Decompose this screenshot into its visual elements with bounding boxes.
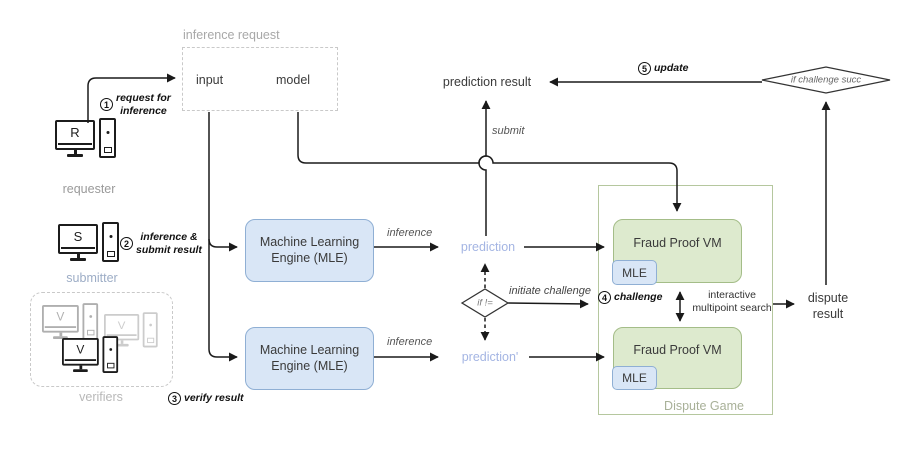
pc-letter: V	[117, 317, 126, 332]
mle-badge-bottom: MLE	[612, 366, 657, 390]
pc-letter: V	[56, 309, 65, 323]
dispute-result-line1: dispute	[807, 291, 849, 305]
mle-badge-label: MLE	[622, 371, 647, 385]
monitor-icon: V	[104, 314, 140, 347]
if-challenge-succ-label: if challenge succ	[790, 74, 862, 86]
tower-icon	[102, 336, 119, 373]
monitor-icon: V	[42, 305, 79, 340]
requester-label: requester	[62, 182, 116, 196]
fraud-proof-vm-label: Fraud Proof VM	[633, 236, 722, 250]
verifier-pc-icon-faded-2: V	[104, 312, 158, 348]
submitter-pc-icon: S	[58, 222, 119, 262]
prediction-node: prediction	[460, 240, 516, 254]
mle-badge-top: MLE	[612, 260, 657, 285]
step-4-challenge: 4 challenge	[598, 291, 662, 304]
submitter-label: submitter	[66, 271, 118, 285]
pc-letter: V	[76, 342, 85, 356]
step-1-request-for-inference: 1 request for inference	[100, 92, 171, 117]
initiate-challenge-edge-label: initiate challenge	[509, 285, 591, 297]
step-1-line2: inference	[120, 104, 167, 117]
step-5-text: update	[654, 62, 689, 75]
tower-icon	[99, 118, 116, 158]
mle-badge-label: MLE	[622, 265, 647, 280]
inference-edge-label-bottom: inference	[387, 336, 433, 348]
requester-pc-icon: R	[55, 118, 116, 158]
monitor-icon: S	[58, 224, 98, 261]
interactive-multipoint-search-label: interactive multipoint search	[692, 289, 771, 315]
step-2-number-icon: 2	[120, 237, 133, 251]
step-3-text: verify result	[184, 392, 244, 405]
mle-engine-box-bottom: Machine Learning Engine (MLE)	[245, 327, 374, 390]
monitor-icon: V	[62, 338, 99, 373]
monitor-stand-icon	[120, 340, 123, 344]
edge-submit-prediction-result	[478, 100, 491, 236]
pc-letter: S	[73, 228, 83, 244]
edge-input-to-mle-top	[208, 238, 238, 252]
verifier-pc-icon-faded-1: V	[42, 303, 99, 340]
verifiers-label: verifiers	[79, 390, 123, 404]
prediction-alt-node: prediction'	[461, 350, 519, 364]
inference-request-title: inference request	[183, 28, 280, 42]
step-1-line1: request for	[116, 92, 171, 104]
step-2-inference-submit-result: 2 inference & submit result	[120, 231, 202, 256]
step-2-line1: inference &	[140, 231, 198, 243]
step-2-line2: submit result	[136, 243, 202, 256]
monitor-stand-icon	[73, 150, 77, 154]
step-5-number-icon: 5	[638, 62, 651, 75]
model-node: model	[276, 73, 311, 87]
verifiers-group-box	[30, 292, 173, 387]
step-3-verify-result: 3 verify result	[168, 392, 244, 405]
ifneq-diamond-label: if !=	[477, 297, 493, 309]
tower-icon	[142, 312, 158, 348]
mle-engine-box-top: Machine Learning Engine (MLE)	[245, 219, 374, 282]
mle-engine-line2: Engine (MLE)	[271, 250, 348, 265]
verifier-pc-icon-main: V	[62, 336, 119, 373]
tower-icon	[102, 222, 119, 262]
monitor-stand-icon	[76, 254, 80, 258]
submit-edge-label: submit	[492, 125, 525, 137]
fraud-proof-vm-label: Fraud Proof VM	[633, 343, 722, 357]
step-4-text: challenge	[614, 291, 663, 304]
dispute-game-title: Dispute Game	[664, 399, 744, 413]
interactive-line2: multipoint search	[692, 302, 772, 315]
edge-input-to-mle-bottom	[208, 112, 238, 362]
mle-engine-line2: Engine (MLE)	[271, 358, 348, 373]
dispute-result-node: dispute result	[808, 290, 848, 323]
edge-initiate-challenge	[507, 299, 589, 309]
inference-edge-label-top: inference	[387, 227, 433, 239]
mle-engine-line1: Machine Learning	[259, 342, 360, 357]
step-4-number-icon: 4	[598, 291, 611, 304]
pc-letter: R	[70, 124, 80, 140]
step-5-update: 5 update	[638, 62, 688, 75]
tower-icon	[82, 303, 99, 340]
input-node: input	[196, 73, 224, 87]
step-3-number-icon: 3	[168, 392, 181, 405]
monitor-icon: R	[55, 120, 95, 157]
interactive-line1: interactive	[708, 289, 756, 301]
inference-request-box	[182, 47, 338, 111]
dispute-result-line2: result	[812, 307, 844, 322]
monitor-stand-icon	[79, 365, 82, 370]
prediction-result-node: prediction result	[442, 75, 532, 89]
mle-engine-line1: Machine Learning	[259, 234, 360, 249]
step-1-number-icon: 1	[100, 98, 113, 112]
monitor-stand-icon	[59, 332, 62, 337]
